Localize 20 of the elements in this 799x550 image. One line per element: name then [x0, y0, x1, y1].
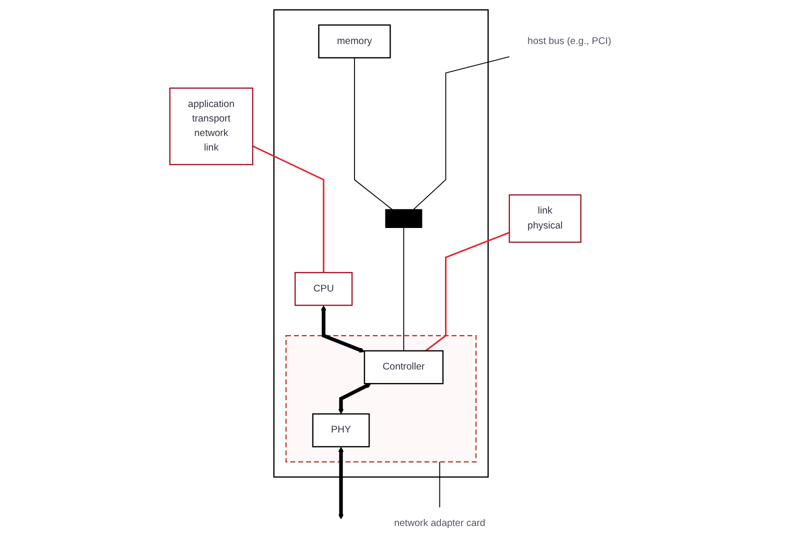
- node-box: PHY: [312, 413, 370, 448]
- arrow: [338, 446, 344, 520]
- node-bar: [385, 209, 422, 228]
- connector: [252, 145, 324, 273]
- node-box: memory: [318, 24, 391, 58]
- connector: [403, 227, 404, 352]
- node-box: application transport network link: [169, 88, 254, 166]
- arrow: [320, 305, 365, 353]
- cluster: [285, 335, 476, 462]
- connector: [439, 461, 440, 508]
- node-box: link physical: [508, 194, 582, 243]
- cluster: [273, 9, 489, 478]
- connector: [424, 232, 510, 352]
- node-box: CPU: [294, 272, 353, 306]
- node-text: host bus (e.g., PCI): [527, 36, 612, 46]
- connector: [412, 56, 510, 210]
- node-box: Controller: [364, 350, 444, 384]
- node-text: network adapter card: [394, 518, 486, 529]
- arrow: [338, 383, 372, 414]
- connector: [354, 57, 392, 210]
